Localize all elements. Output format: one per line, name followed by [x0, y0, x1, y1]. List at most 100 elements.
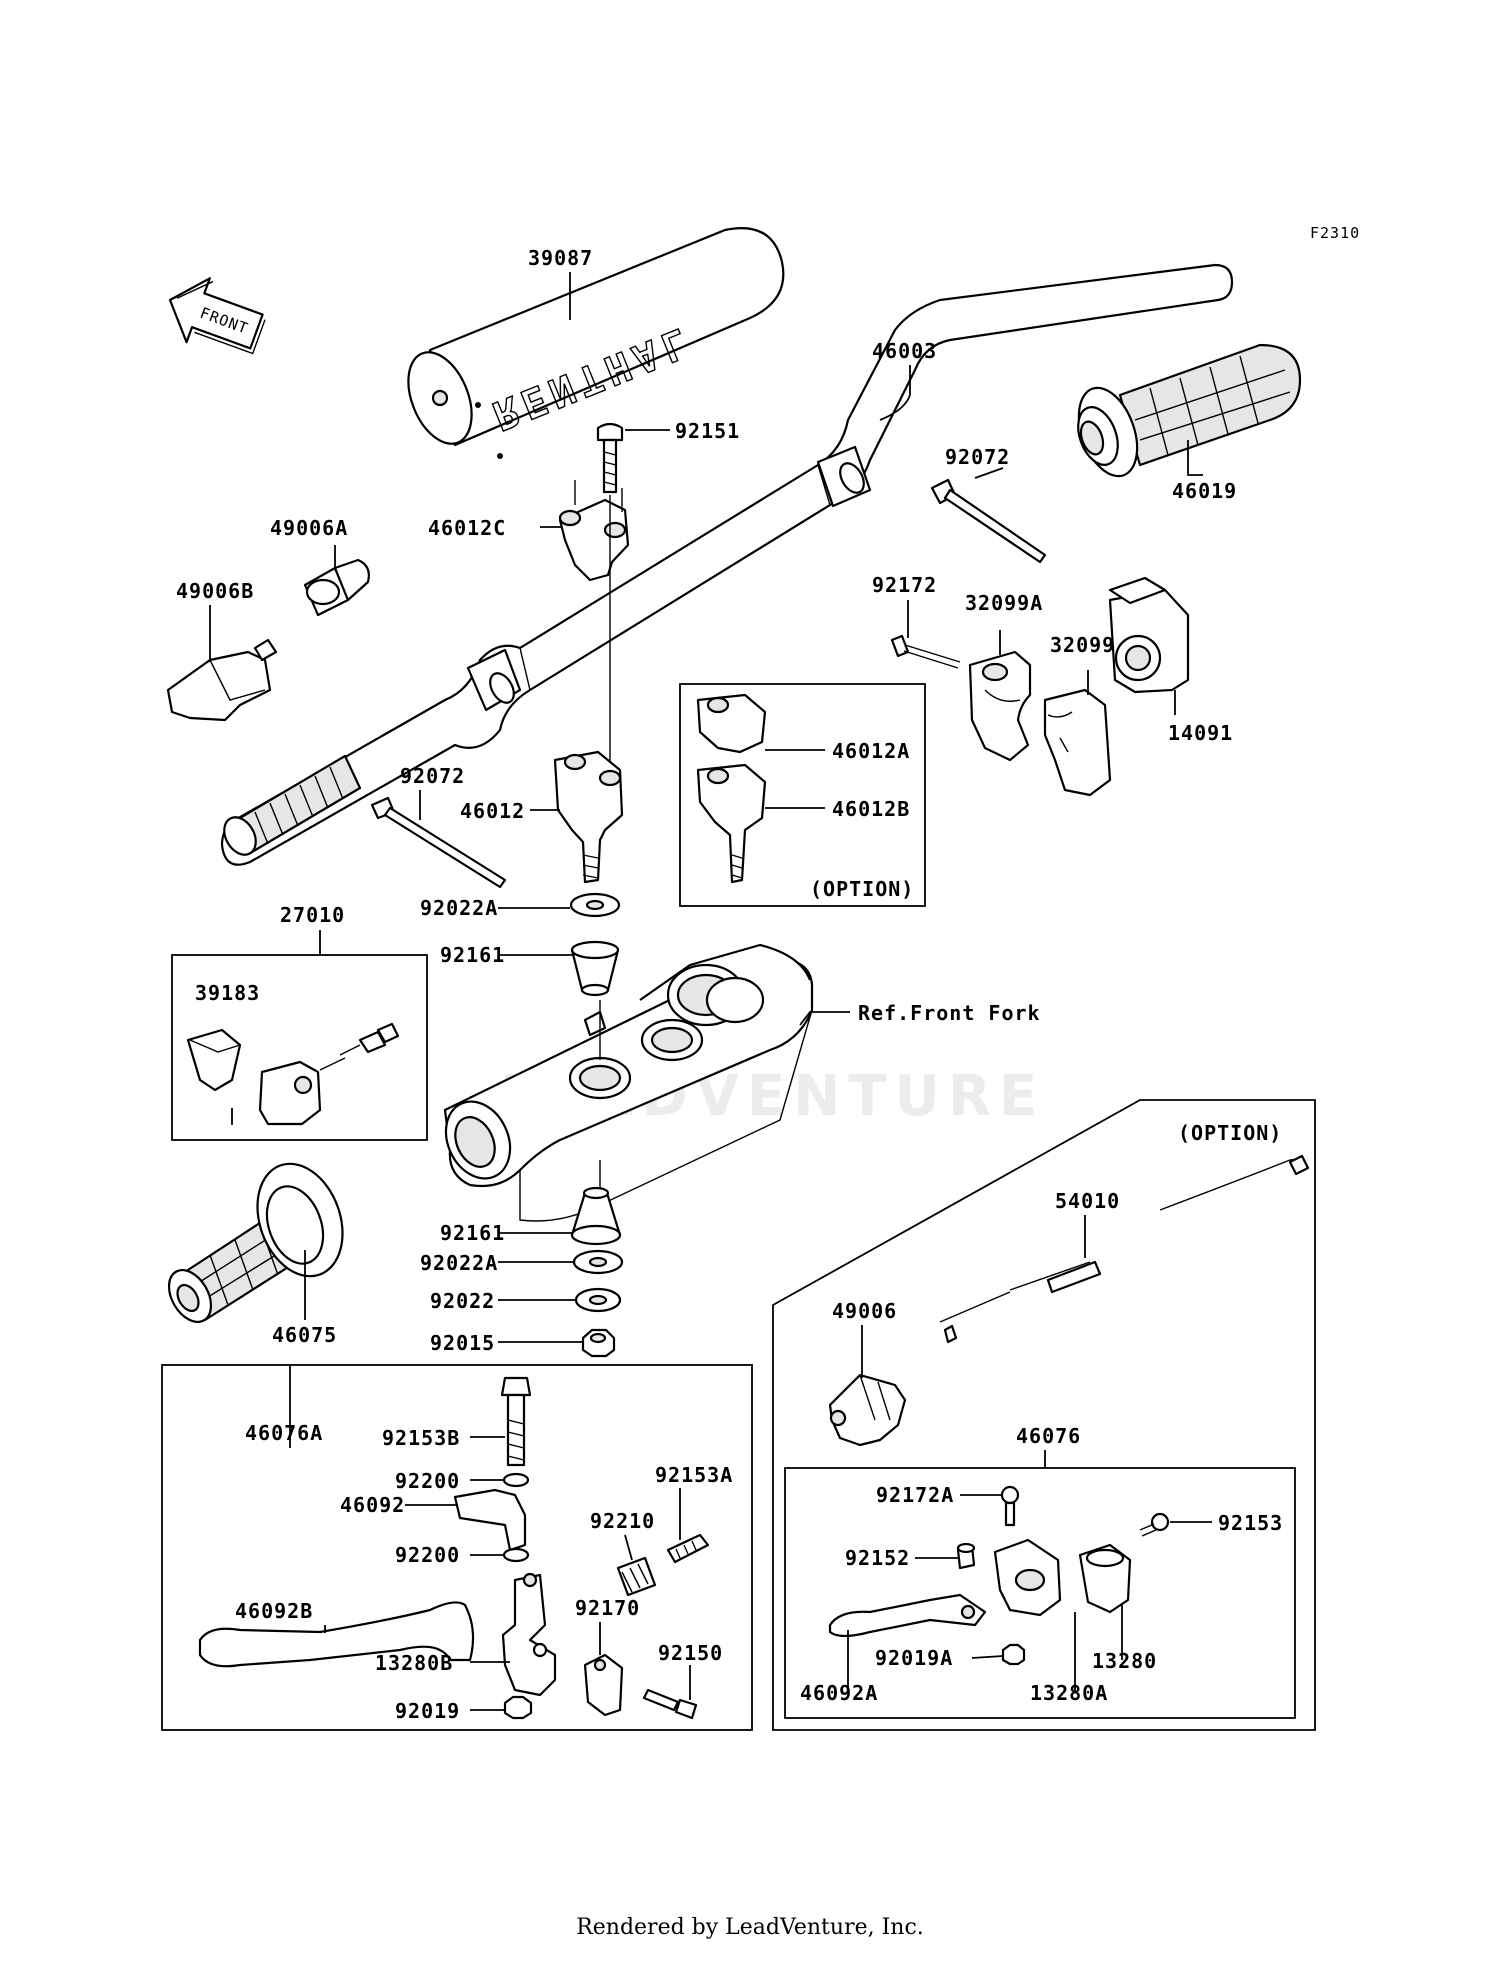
label-46012: 46012: [460, 799, 525, 823]
label-92015: 92015: [430, 1331, 495, 1355]
label-92022: 92022: [430, 1289, 495, 1313]
label-92200-upper: 92200: [395, 1469, 460, 1493]
option-box-clamps: [679, 683, 926, 907]
lever-pivot-bolt: [500, 1376, 532, 1467]
label-92210: 92210: [590, 1509, 655, 1533]
label-46076a: 46076A: [245, 1421, 323, 1445]
label-49006b: 49006B: [176, 579, 254, 603]
front-arrow-icon: FRONT: [168, 277, 266, 355]
label-46092a: 46092A: [800, 1681, 878, 1705]
hot-start-clamp: [1078, 1543, 1132, 1614]
hot-start-box: [784, 1467, 1296, 1719]
label-46092b: 46092B: [235, 1599, 313, 1623]
hot-start-cable: [939, 1154, 1310, 1344]
label-92161-lower: 92161: [440, 1221, 505, 1245]
hot-start-collar: [956, 1542, 976, 1570]
label-92022a-lower: 92022A: [420, 1251, 498, 1275]
throttle-cover: [1108, 576, 1190, 694]
throttle-housing-lower: [1043, 688, 1112, 797]
label-92072-lower: 92072: [400, 764, 465, 788]
switch-connector: [339, 1022, 400, 1056]
clutch-lever: [198, 1601, 475, 1668]
nut-lower: [581, 1328, 616, 1358]
label-option-hotstart: (OPTION): [1178, 1121, 1282, 1145]
label-39087: 39087: [528, 246, 593, 270]
lever-bracket: [501, 1572, 557, 1697]
option-clamp-a: [696, 693, 767, 754]
washer-92200-upper: [502, 1472, 530, 1488]
upper-clamp: [558, 480, 630, 582]
rubber-bushing-lower: [570, 1186, 622, 1246]
label-46012b: 46012B: [832, 797, 910, 821]
label-32099a: 32099A: [965, 591, 1043, 615]
washer-lower-a: [572, 1249, 624, 1275]
label-ref-front-fork: Ref.Front Fork: [858, 1001, 1041, 1025]
hot-start-bolt: [1000, 1485, 1020, 1527]
label-13280a: 13280A: [1030, 1681, 1108, 1705]
label-46019: 46019: [1172, 479, 1237, 503]
throttle-housing-upper: [968, 650, 1032, 762]
switch-assembly-box: [171, 954, 428, 1141]
rubber-bushing-upper: [570, 940, 620, 997]
hot-start-lever-arm: [828, 1593, 987, 1638]
label-46076: 46076: [1016, 1424, 1081, 1448]
washer-upper: [569, 892, 621, 918]
washer-92200-lower: [502, 1547, 530, 1563]
label-32099: 32099: [1050, 633, 1115, 657]
leader-lines: [209, 272, 1212, 1711]
label-92151: 92151: [675, 419, 740, 443]
hot-start-bracket: [993, 1538, 1062, 1617]
cable-tie-upper: [930, 478, 1047, 564]
label-46092: 46092: [340, 1493, 405, 1517]
label-92153: 92153: [1218, 1511, 1283, 1535]
hot-start-screw: [1139, 1512, 1170, 1537]
clutch-lever-box: [161, 1364, 753, 1731]
label-14091: 14091: [1168, 721, 1233, 745]
hot-start-nut: [1001, 1643, 1026, 1666]
riser-clamp: [553, 750, 624, 884]
label-49006: 49006: [832, 1299, 897, 1323]
left-grip: [167, 1162, 344, 1323]
label-46003: 46003: [872, 339, 937, 363]
hand-guard-mount: [166, 638, 278, 722]
cable-adjuster: [616, 1556, 657, 1597]
label-92161-upper: 92161: [440, 943, 505, 967]
triple-clamp: [443, 943, 814, 1222]
switch-bolt: [890, 634, 961, 669]
option-clamp-b: [696, 763, 767, 884]
label-46012c: 46012C: [428, 516, 506, 540]
label-49006a: 49006A: [270, 516, 348, 540]
adjuster-bolt: [666, 1533, 710, 1564]
label-option-clamps: (OPTION): [810, 877, 914, 901]
label-54010: 54010: [1055, 1189, 1120, 1213]
label-27010: 27010: [280, 903, 345, 927]
cable-tie-lower: [370, 796, 507, 889]
label-46012a: 46012A: [832, 739, 910, 763]
lever-clamp: [583, 1653, 624, 1717]
throttle-grip: [1077, 343, 1302, 478]
label-92153a: 92153A: [655, 1463, 733, 1487]
label-92170: 92170: [575, 1596, 640, 1620]
label-13280: 13280: [1092, 1649, 1157, 1673]
label-92072-upper: 92072: [945, 445, 1010, 469]
bar-end-plug: [303, 558, 370, 617]
switch-body: [258, 1057, 346, 1126]
label-92152: 92152: [845, 1546, 910, 1570]
switch-clamp: [186, 1028, 242, 1092]
label-92172a: 92172A: [876, 1483, 954, 1507]
label-92019a: 92019A: [875, 1646, 953, 1670]
label-92153b: 92153B: [382, 1426, 460, 1450]
bar-end-knurl: [223, 754, 362, 856]
option-box-hotstart: [772, 1099, 1316, 1731]
label-92172: 92172: [872, 573, 937, 597]
diagram-code: F2310: [1310, 224, 1360, 242]
label-92150: 92150: [658, 1641, 723, 1665]
clamp-bolt-92150: [642, 1688, 698, 1720]
label-39183: 39183: [195, 981, 260, 1005]
label-92019: 92019: [395, 1699, 460, 1723]
washer-lower: [574, 1287, 622, 1313]
label-46075: 46075: [272, 1323, 337, 1347]
nut-92019: [503, 1695, 533, 1720]
hot-start-lever: [828, 1373, 907, 1447]
